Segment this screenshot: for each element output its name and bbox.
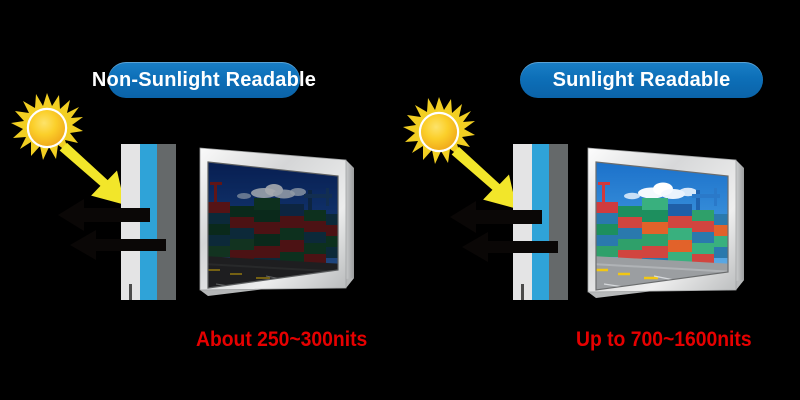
reflection-arrow-icon [58,198,150,232]
banner-sunlight-readable: Sunlight Readable [520,62,763,98]
banner-non-sunlight-readable: Non-Sunlight Readable [92,62,316,98]
sunlight-ray-arrow-icon [450,132,535,217]
reflection-arrow-icon [462,230,558,264]
sun-icon [402,96,476,170]
layer-tick-mark [129,284,132,300]
banner-label: Non-Sunlight Readable [91,68,317,91]
back-panel-layer [549,144,568,300]
brightness-caption: About 250~300nits [196,328,368,351]
layer-tick-mark [521,284,524,300]
lcd-monitor-icon [186,138,356,308]
back-panel-layer [157,144,176,300]
reflection-arrow-icon [450,200,542,234]
reflection-arrow-icon [70,228,166,262]
banner-label: Sunlight Readable [552,68,731,91]
lcd-monitor-icon [572,136,747,312]
brightness-caption: Up to 700~1600nits [576,328,752,351]
sunlight-ray-arrow-icon [58,128,143,213]
sun-icon [10,92,84,166]
